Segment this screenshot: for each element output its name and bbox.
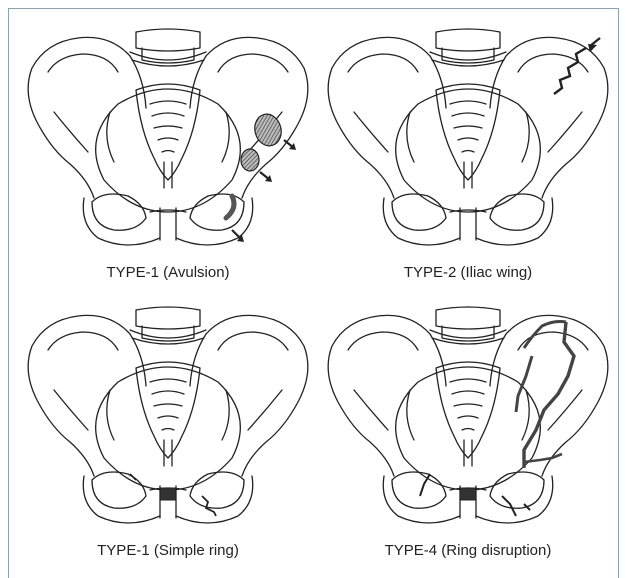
- pelvis-diagram-iliac-wing: [318, 12, 618, 262]
- caption-type-1-simple-ring: TYPE-1 (Simple ring): [18, 542, 318, 559]
- panel-iliac-wing: TYPE-2 (Iliac wing): [318, 12, 618, 290]
- pelvis-diagram-simple-ring: [18, 290, 318, 540]
- caption-type-4-ring-disruption: TYPE-4 (Ring disruption): [318, 542, 618, 559]
- panel-ring-disruption: TYPE-4 (Ring disruption): [318, 290, 618, 568]
- panel-simple-ring: TYPE-1 (Simple ring): [18, 290, 318, 568]
- caption-type-1-avulsion: TYPE-1 (Avulsion): [18, 264, 318, 281]
- pelvis-diagram-ring-disruption: [318, 290, 618, 540]
- pelvis-diagram-avulsion: [18, 12, 318, 262]
- panel-avulsion: TYPE-1 (Avulsion): [18, 12, 318, 290]
- caption-type-2-iliac-wing: TYPE-2 (Iliac wing): [318, 264, 618, 281]
